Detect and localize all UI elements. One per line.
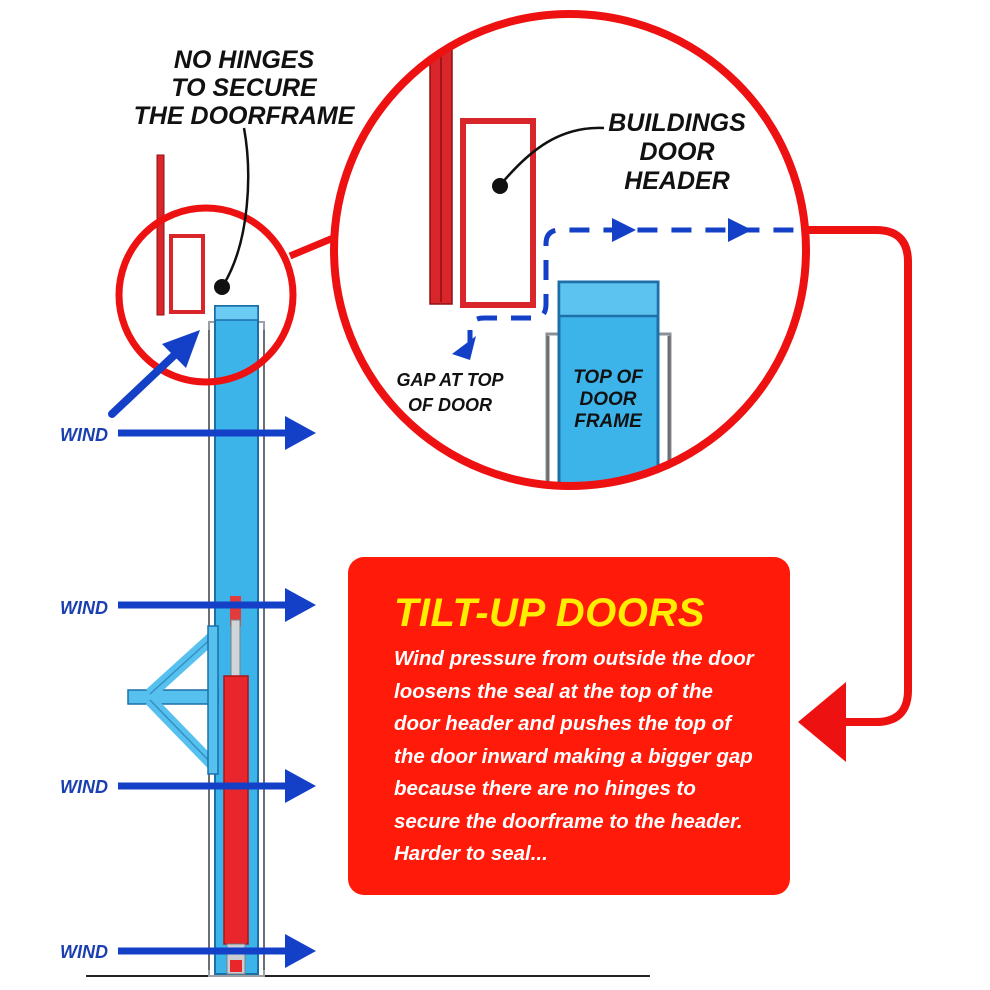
label-gap: GAP AT TOP OF DOOR xyxy=(396,370,504,415)
pointer-no-hinges xyxy=(214,127,250,295)
svg-text:DOOR: DOOR xyxy=(640,138,715,166)
label-top-frame: TOP OF DOOR FRAME xyxy=(573,367,644,432)
arrow-left-icon xyxy=(798,682,846,762)
wind-label: WIND xyxy=(60,425,108,445)
wind-label: WIND xyxy=(60,598,108,618)
wind-arrow-3 xyxy=(118,769,316,803)
connector-line xyxy=(288,232,340,260)
red-route-line xyxy=(802,226,912,726)
wind-label: WIND xyxy=(60,777,108,797)
side-bracket xyxy=(127,625,219,775)
svg-text:DOOR: DOOR xyxy=(580,389,637,410)
door-header-small xyxy=(156,154,205,316)
wind-arrow-2 xyxy=(118,588,316,622)
info-title: TILT-UP DOORS xyxy=(394,591,705,635)
pointer-header xyxy=(492,126,605,194)
wind-arrow-1 xyxy=(118,416,316,450)
arrow-up-right-icon xyxy=(452,336,476,360)
svg-text:TO SECURE: TO SECURE xyxy=(171,74,318,102)
svg-text:TOP OF: TOP OF xyxy=(573,367,644,388)
svg-text:NO HINGES: NO HINGES xyxy=(174,46,315,74)
arrow-right-icon xyxy=(285,934,316,968)
detail-circle-zoom xyxy=(330,10,810,490)
svg-text:GAP AT TOP: GAP AT TOP xyxy=(396,370,504,390)
info-box: TILT-UP DOORS Wind pressure from outside… xyxy=(348,557,790,895)
wind-label: WIND xyxy=(60,942,108,962)
arrow-up-right-icon xyxy=(108,330,200,418)
svg-text:HEADER: HEADER xyxy=(624,167,730,195)
info-body: Wind pressure from outside the door loos… xyxy=(394,647,754,865)
arrow-right-icon xyxy=(285,769,316,803)
svg-text:THE DOORFRAME: THE DOORFRAME xyxy=(134,102,356,130)
svg-text:BUILDINGS: BUILDINGS xyxy=(608,109,746,137)
arrow-right-icon xyxy=(285,416,316,450)
arrow-right-icon xyxy=(728,218,752,242)
arrow-right-icon xyxy=(612,218,636,242)
svg-text:OF DOOR: OF DOOR xyxy=(408,395,492,415)
arrow-right-icon xyxy=(285,588,316,622)
detail-circle-small xyxy=(115,204,297,386)
label-no-hinges: NO HINGES TO SECURE THE DOORFRAME xyxy=(134,46,356,130)
wind-labels: WIND WIND WIND WIND xyxy=(60,425,108,962)
label-buildings-header: BUILDINGS DOOR HEADER xyxy=(608,109,746,195)
wind-arrow-4 xyxy=(118,934,316,968)
gap-airflow-path xyxy=(452,218,800,360)
svg-text:FRAME: FRAME xyxy=(574,411,643,432)
